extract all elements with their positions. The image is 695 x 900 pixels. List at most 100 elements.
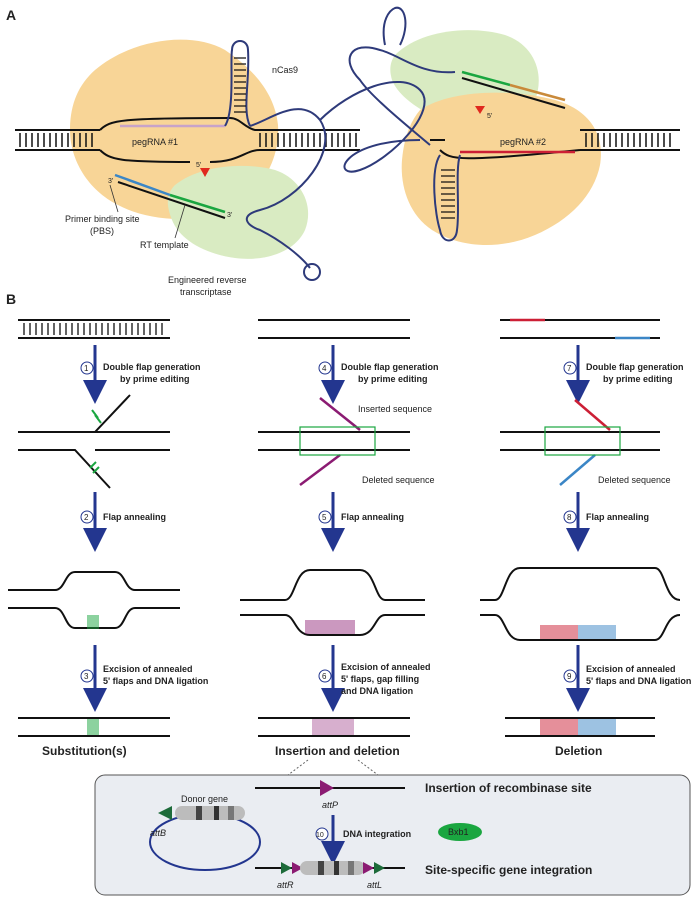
step10-line1: DNA integration xyxy=(343,829,411,839)
step8-num: 8 xyxy=(567,513,572,522)
pegrna1-label: pegRNA #1 xyxy=(132,137,178,147)
outcome-substitution: Substitution(s) xyxy=(42,744,127,758)
outcome-insertion-deletion: Insertion and deletion xyxy=(275,744,400,758)
donor-gene-label: Donor gene xyxy=(181,794,228,804)
col3-dna-initial xyxy=(500,319,660,339)
outcome-deletion: Deletion xyxy=(555,744,602,758)
step2-badge xyxy=(80,510,94,524)
step9-badge xyxy=(563,669,577,683)
step10-num: 10 xyxy=(316,832,324,839)
step1-line2: by prime editing xyxy=(120,374,190,384)
dna-duplex-a xyxy=(15,116,680,163)
rt-label-1: Engineered reverse xyxy=(168,275,247,285)
pegrna-1-scaffold xyxy=(224,40,327,281)
step9-line1: Excision of annealed xyxy=(586,664,676,674)
attr-triangle-a xyxy=(281,862,292,874)
col3-annealed-blue xyxy=(578,625,616,639)
col3-final-red xyxy=(540,719,578,735)
cut-5prime-2: 5' xyxy=(487,113,492,120)
step5-badge xyxy=(318,510,332,524)
step6-badge xyxy=(318,669,332,683)
col3-flap-dna xyxy=(500,431,660,451)
cut-site-1 xyxy=(200,168,210,177)
pegrna-2-scaffold xyxy=(348,6,461,242)
step2-num: 2 xyxy=(84,513,89,522)
ncas9-protein-2 xyxy=(401,92,601,246)
bxb1-label: Bxb1 xyxy=(448,827,469,837)
pbs-label-2: (PBS) xyxy=(90,226,114,236)
step4-line2: by prime editing xyxy=(358,374,428,384)
step7-line1: Double flap generation xyxy=(586,362,684,372)
col2-flap-dna xyxy=(258,431,410,451)
step1-line1: Double flap generation xyxy=(103,362,201,372)
panel-b-label: B xyxy=(6,291,16,307)
attp-label: attP xyxy=(322,800,338,810)
deleted-sequence-label-mid: Deleted sequence xyxy=(362,475,435,485)
step7-line2: by prime editing xyxy=(603,374,673,384)
donor-gene xyxy=(175,806,245,820)
step9-num: 9 xyxy=(567,672,572,681)
step3-num: 3 xyxy=(84,672,89,681)
step6-line2: 5' flaps, gap filling xyxy=(341,674,419,684)
col1-flap-dna xyxy=(18,394,170,489)
ncas9-label: nCas9 xyxy=(272,65,298,75)
attl-triangle-a xyxy=(363,862,374,874)
donor-gene-exon-2 xyxy=(214,806,219,820)
col2-annealed-dna xyxy=(240,569,425,636)
integrated-gene-exon-2 xyxy=(334,861,339,875)
step7-badge xyxy=(563,361,577,375)
step3-line2: 5' flaps and DNA ligation xyxy=(103,676,208,686)
deleted-sequence-label-right: Deleted sequence xyxy=(598,475,671,485)
rt-3prime: 3' xyxy=(227,212,232,219)
step3-badge xyxy=(80,669,94,683)
zoom-line-left xyxy=(287,759,309,776)
col3-red-flap xyxy=(574,399,611,431)
attb-triangle xyxy=(158,806,172,820)
step6-num: 6 xyxy=(322,672,327,681)
col3-final-dna xyxy=(505,717,655,737)
attb-label: attB xyxy=(150,828,166,838)
integrated-gene-exon-3 xyxy=(348,861,354,875)
integrated-gene xyxy=(300,861,365,875)
integration-box xyxy=(94,774,691,896)
insertion-title: Insertion of recombinase site xyxy=(425,781,592,795)
pegrna2-label: pegRNA #2 xyxy=(500,137,546,147)
col2-deleted-flap xyxy=(299,454,341,486)
step7-num: 7 xyxy=(567,364,572,373)
panel-a-label: A xyxy=(6,7,16,23)
step4-line1: Double flap generation xyxy=(341,362,439,372)
col3-blue-flap xyxy=(559,454,596,486)
attr-triangle-b xyxy=(292,862,303,874)
donor-gene-exon-3 xyxy=(228,806,234,820)
col3-deleted-box xyxy=(544,426,621,456)
attl-label: attL xyxy=(367,880,382,890)
col3-final-blue xyxy=(578,719,616,735)
col1-dna-initial-rungs xyxy=(23,323,163,335)
col1-flap-green-bottom xyxy=(89,461,100,474)
step5-line1: Flap annealing xyxy=(341,512,404,522)
step3-line1: Excision of annealed xyxy=(103,664,193,674)
step8-badge xyxy=(563,510,577,524)
step9-line2: 5' flaps and DNA ligation xyxy=(586,676,691,686)
col1-final-dna xyxy=(18,717,170,737)
step8-line1: Flap annealing xyxy=(586,512,649,522)
pbs-label-1: Primer binding site xyxy=(65,214,140,224)
col1-dna-initial xyxy=(18,319,170,339)
zoom-line-right xyxy=(357,759,379,776)
pbs-rt-flap-1 xyxy=(114,173,226,219)
step4-badge xyxy=(318,361,332,375)
col2-dna-initial xyxy=(258,319,410,339)
rt-template-label: RT template xyxy=(140,240,189,250)
step4-num: 4 xyxy=(322,364,327,373)
step10-badge xyxy=(315,827,329,841)
bxb1-badge xyxy=(438,823,482,841)
attp-triangle xyxy=(320,780,334,796)
inserted-sequence-label: Inserted sequence xyxy=(358,404,432,414)
cut-5prime-1: 5' xyxy=(196,162,201,169)
col2-inserted-flap xyxy=(319,397,361,431)
col2-final-dna xyxy=(258,717,410,737)
pegrna-1-stem-rungs xyxy=(234,57,246,113)
rt-label-2: transcriptase xyxy=(180,287,232,297)
pbs-3prime: 3' xyxy=(108,178,113,185)
